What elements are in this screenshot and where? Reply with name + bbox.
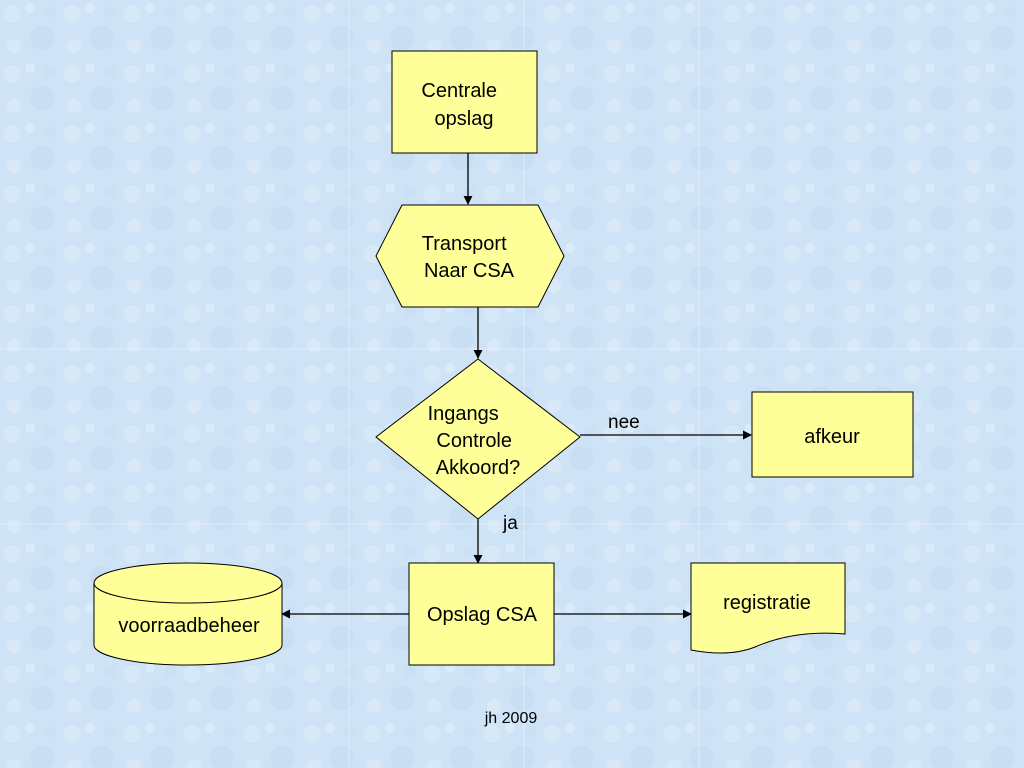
edge-label-nee: nee xyxy=(608,412,640,433)
node-centrale-opslag-shape xyxy=(391,50,538,154)
footer-text: jh 2009 xyxy=(484,710,538,727)
node-transport-shape xyxy=(375,204,565,308)
edges xyxy=(281,153,752,619)
node-voorraadbeheer-label: voorraadbeheer xyxy=(118,615,260,637)
node-voorraadbeheer-top-rim xyxy=(93,582,283,604)
node-afkeur[interactable]: afkeur xyxy=(751,391,914,478)
node-afkeur-shape xyxy=(751,391,914,478)
node-opslag-csa[interactable]: Opslag CSA xyxy=(408,562,555,666)
node-opslag-csa-label: Opslag CSA xyxy=(427,604,538,626)
node-ingangs-controle[interactable]: Ingangs Controle Akkoord? xyxy=(375,358,581,520)
node-transport-label: Transport Naar CSA xyxy=(422,233,515,282)
edge-label-ja: ja xyxy=(502,513,518,534)
node-voorraadbeheer[interactable]: voorraadbeheer xyxy=(93,562,283,666)
node-registratie-shape xyxy=(690,562,846,654)
node-centrale-opslag-label: Centrale opslag xyxy=(421,80,502,130)
node-transport[interactable]: Transport Naar CSA xyxy=(375,204,565,308)
node-ingangs-controle-label: Ingangs Controle Akkoord? xyxy=(428,403,521,479)
node-registratie-label: registratie xyxy=(723,592,811,614)
node-opslag-csa-shape xyxy=(408,562,555,666)
node-ingangs-controle-shape xyxy=(375,358,581,520)
node-afkeur-label: afkeur xyxy=(804,426,860,448)
node-centrale-opslag[interactable]: Centrale opslag xyxy=(391,50,538,154)
node-voorraadbeheer-shape xyxy=(93,562,283,666)
node-registratie[interactable]: registratie xyxy=(690,562,846,654)
